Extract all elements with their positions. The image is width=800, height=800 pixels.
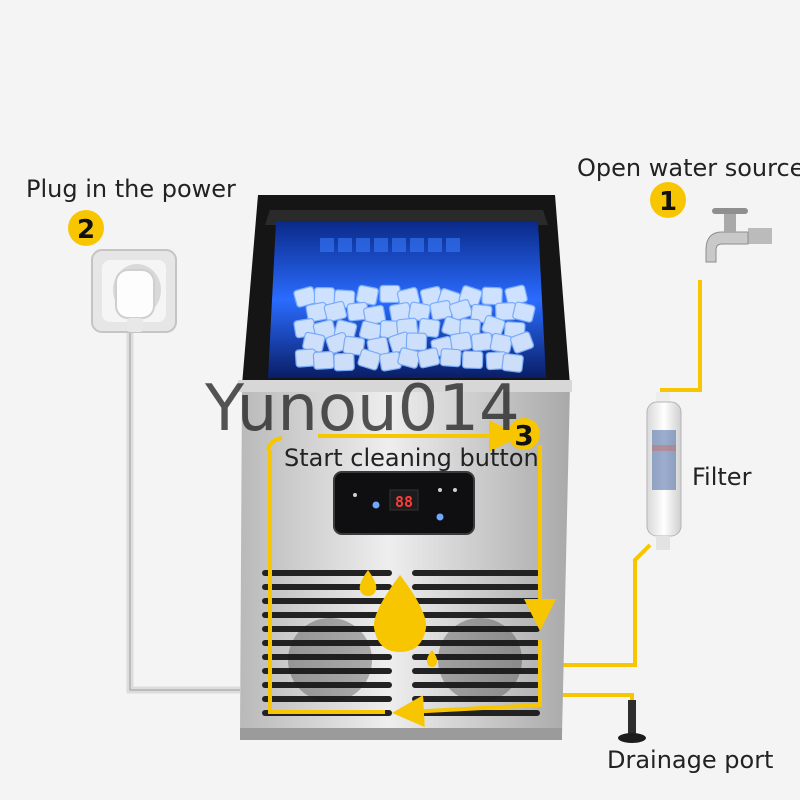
ice-cube: [323, 300, 348, 323]
vent-slot: [262, 584, 392, 590]
vent-slot: [262, 668, 392, 674]
ice-cube: [408, 301, 432, 323]
vent-slot: [412, 612, 540, 618]
ice-mold-cell: [374, 238, 388, 252]
water-filter-icon: [646, 392, 682, 550]
water-tap-icon: [705, 208, 772, 263]
label-water-source: Open water source: [577, 154, 800, 182]
vent-slot: [412, 584, 540, 590]
vent-slot: [262, 654, 392, 660]
ice-mold-cell: [410, 238, 424, 252]
ice-cube: [449, 331, 473, 352]
ice-cube: [333, 352, 355, 372]
vent-slot: [412, 654, 540, 660]
svg-text:2: 2: [77, 215, 95, 245]
ice-mold-cell: [320, 238, 334, 252]
power-cord: [126, 330, 240, 694]
vent-slot: [412, 570, 540, 576]
vent-slot: [262, 640, 392, 646]
step-badge-1: 1: [650, 182, 686, 218]
cleaning-cycle-arrows: [266, 420, 556, 728]
ice-cube: [417, 317, 441, 338]
step-badge-2: 2: [68, 210, 104, 246]
fan-left: [288, 618, 372, 702]
label-drain: Drainage port: [607, 746, 773, 774]
ice-cube: [312, 350, 335, 370]
vent-slot: [262, 612, 392, 618]
vent-slot: [262, 626, 392, 632]
watermark: Yunou014: [204, 372, 520, 446]
label-power: Plug in the power: [26, 175, 236, 203]
ice-mold-cell: [446, 238, 460, 252]
vent-slot: [412, 668, 540, 674]
ice-cube: [416, 347, 441, 369]
vent-slot: [262, 682, 392, 688]
vent-slot: [262, 570, 392, 576]
ice-cube: [439, 348, 462, 368]
ice-mold-cell: [428, 238, 442, 252]
water-drop-icon: [359, 570, 438, 667]
display-digits: 88: [395, 493, 413, 511]
ice-cube: [461, 350, 484, 370]
power-socket-icon: [91, 249, 177, 333]
ice-cube: [512, 301, 536, 323]
svg-text:3: 3: [514, 419, 533, 452]
ice-cube: [509, 331, 535, 354]
vent-slot: [262, 696, 392, 702]
ice-mold-cell: [338, 238, 352, 252]
vent-slot: [412, 682, 540, 688]
ice-cube: [501, 353, 524, 373]
svg-text:1: 1: [659, 187, 677, 217]
ice-mold-cell: [356, 238, 370, 252]
vent-slot: [412, 696, 540, 702]
vent-slot: [412, 598, 540, 604]
ice-cube: [405, 332, 428, 351]
vent-slot: [262, 598, 392, 604]
fan-right: [438, 618, 522, 702]
label-filter: Filter: [692, 463, 752, 491]
step-badge-3: 3: [508, 418, 540, 452]
ice-cube: [470, 332, 494, 352]
ice-cube: [357, 348, 382, 371]
ice-cube: [481, 286, 503, 306]
ice-cubes: [293, 238, 536, 373]
ice-machine: 88: [238, 195, 572, 740]
vent-slot: [412, 640, 540, 646]
label-cleaning-button: Start cleaning button: [284, 444, 539, 472]
ice-cube: [489, 332, 513, 354]
vent-slot: [412, 626, 540, 632]
ice-cube: [448, 299, 473, 322]
ice-mold-cell: [392, 238, 406, 252]
drain-port-icon: [618, 700, 646, 743]
